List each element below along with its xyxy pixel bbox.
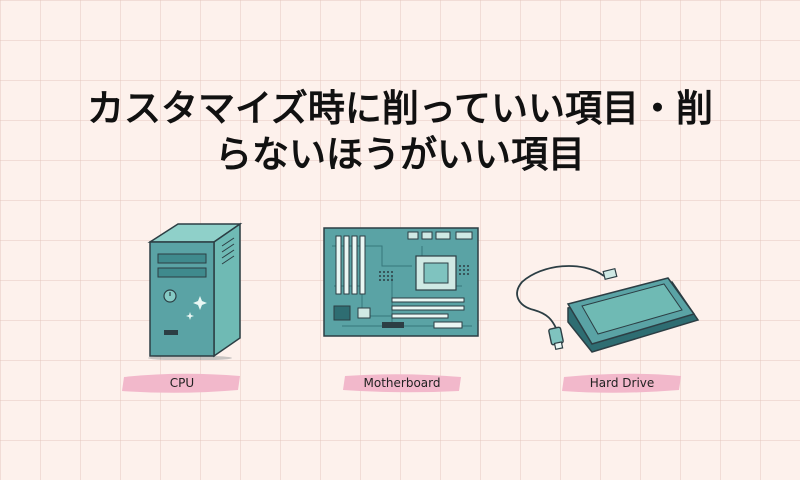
- brush-stroke-icon: [122, 373, 240, 393]
- page-title: カスタマイズ時に削っていい項目・削 らないほうがいい項目: [0, 86, 800, 178]
- motherboard-label-tag: Motherboard: [340, 368, 464, 398]
- brush-stroke-icon: [562, 373, 681, 393]
- hard-drive-label-tag: Hard Drive: [560, 368, 684, 398]
- title-line-2: らないほうがいい項目: [215, 133, 585, 176]
- hard-drive-label: Hard Drive: [589, 376, 655, 390]
- motherboard-label: Motherboard: [363, 376, 441, 390]
- motherboard-item: [322, 226, 480, 338]
- cpu-item: [140, 220, 250, 361]
- motherboard-icon: [323, 227, 479, 337]
- cpu-label: CPU: [169, 376, 195, 390]
- brush-stroke-icon: [343, 374, 461, 393]
- hard-drive-icon: [516, 265, 700, 353]
- cpu-label-tag: CPU: [120, 368, 244, 398]
- hard-drive-item: [512, 260, 704, 370]
- title-line-1: カスタマイズ時に削っていい項目・削: [86, 87, 714, 130]
- cpu-tower-icon: [147, 222, 243, 361]
